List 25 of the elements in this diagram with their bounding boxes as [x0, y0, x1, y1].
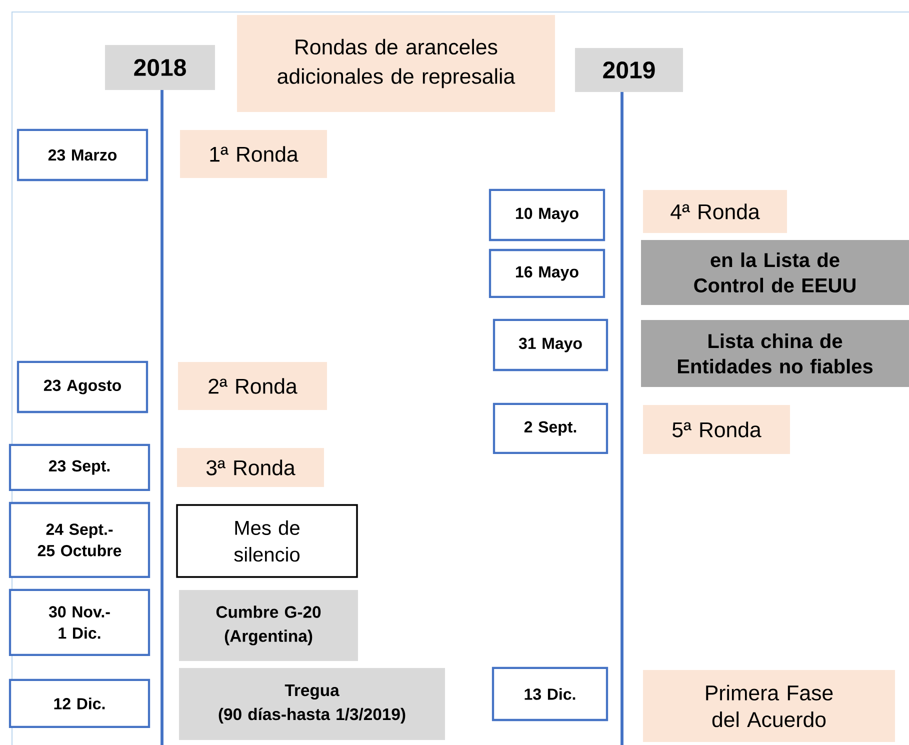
event-box: Lista china de Entidades no fiables	[641, 320, 909, 387]
date-box: 23 Agosto	[16, 360, 148, 414]
event-box: Tregua (90 días-hasta 1/3/2019)	[179, 668, 445, 740]
event-box: Mes de silencio	[176, 504, 358, 578]
round-box: Primera Fase del Acuerdo	[643, 670, 895, 742]
round-box: 1ª Ronda	[180, 130, 327, 178]
year-label: 2018	[105, 45, 215, 90]
round-box: 3ª Ronda	[177, 448, 324, 487]
event-box: Cumbre G-20 (Argentina)	[179, 590, 358, 661]
date-box: 23 Marzo	[16, 128, 148, 182]
date-box: 30 Nov.- 1 Dic.	[8, 588, 150, 656]
round-box: 2ª Ronda	[178, 362, 327, 410]
round-box: 4ª Ronda	[643, 190, 787, 233]
date-box: 24 Sept.- 25 Octubre	[8, 502, 150, 578]
year-label: 2019	[575, 48, 683, 92]
date-box: 12 Dic.	[8, 678, 150, 728]
title-box: Rondas de aranceles adicionales de represalia	[237, 15, 555, 112]
date-box: 16 Mayo	[488, 248, 606, 298]
date-box: 13 Dic.	[492, 666, 608, 722]
date-box: 31 Mayo	[492, 318, 608, 372]
event-box: en la Lista de Control de EEUU	[641, 240, 909, 305]
date-box: 23 Sept.	[8, 444, 150, 492]
round-box: 5ª Ronda	[643, 405, 790, 454]
date-box: 10 Mayo	[488, 188, 606, 242]
date-box: 2 Sept.	[492, 402, 608, 454]
